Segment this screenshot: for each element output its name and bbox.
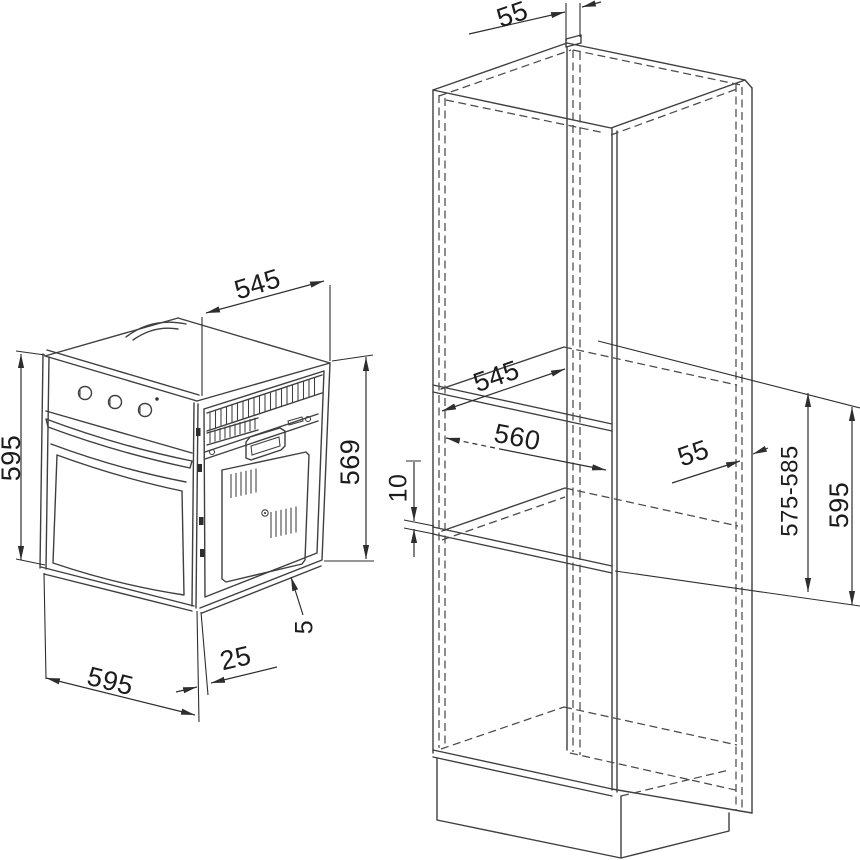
screw-icon (304, 415, 312, 423)
dim-label-opening-height: 595 (824, 482, 854, 529)
vent-slats-plate-lower (270, 506, 297, 538)
oven-control-panel (77, 385, 159, 418)
indicator-dot (155, 397, 159, 401)
dim-label-oven-height-left: 595 (0, 435, 26, 482)
control-knob (107, 394, 123, 410)
mounting-clips (196, 428, 205, 557)
dim-label-bottom-lip: 5 (291, 620, 319, 634)
dim-label-oven-height-right: 569 (335, 439, 365, 486)
cabinet-height-extension-lines (597, 340, 860, 607)
cabinet-drawing: 55 545 560 55 10 575-585 (385, 0, 860, 859)
vent-slats-left (209, 417, 256, 444)
oven-drawing: 545 595 569 595 25 5 (0, 263, 374, 723)
oven-dimension-door-offset: 25 (175, 611, 278, 696)
oven-body-outline (39, 317, 331, 614)
oven-dimension-height-right: 569 (324, 354, 374, 562)
connector-slot (287, 416, 304, 426)
dim-label-shelf-gap: 10 (385, 474, 413, 503)
screw-icon (261, 509, 269, 517)
dim-label-door-offset: 25 (217, 640, 254, 676)
control-knob (77, 385, 93, 401)
vent-slats-plate-upper (230, 468, 257, 498)
screw-icon (208, 448, 216, 456)
rear-cover-plate (221, 451, 310, 583)
cabinet-dimension-niche-height: 575-585 (776, 393, 812, 592)
control-knob (137, 402, 153, 418)
oven-dimension-height-left: 595 (0, 350, 46, 566)
oven-rear-panel-details (196, 374, 323, 583)
cabinet-structure-hidden (438, 49, 743, 811)
cabinet-structure-solid (432, 34, 753, 859)
cabinet-dimension-shelf-gap: 10 (385, 460, 435, 557)
vent-slats-top (209, 377, 316, 430)
rear-pull-recess (245, 427, 286, 461)
dim-label-niche-height: 575-585 (776, 445, 803, 537)
cabinet-dimension-opening-height: 595 (824, 407, 856, 605)
oven-dimension-bottom-lip: 5 (290, 576, 319, 634)
